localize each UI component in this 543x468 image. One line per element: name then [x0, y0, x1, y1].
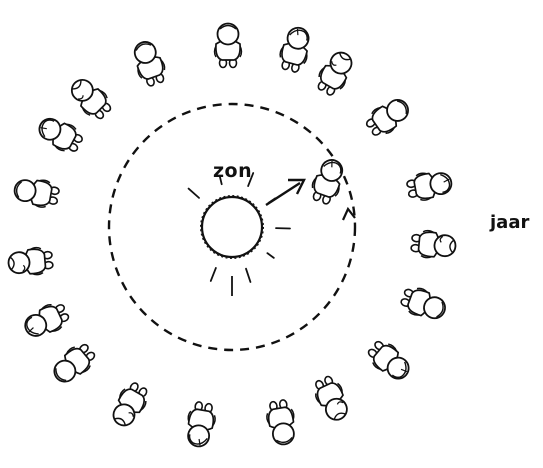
child-figure	[310, 373, 353, 424]
child-figure	[183, 401, 217, 449]
child-figure	[129, 38, 169, 89]
child-figure	[215, 24, 242, 68]
child-figure	[406, 168, 454, 202]
sun-ray	[267, 253, 273, 258]
sun-icon	[189, 173, 290, 296]
child-figure	[398, 284, 449, 324]
child-figure	[264, 399, 298, 447]
child-figure	[48, 339, 99, 388]
walking-child-figure	[308, 156, 348, 207]
child-figure	[34, 112, 86, 156]
child-figure	[65, 73, 115, 123]
sun-ray	[189, 189, 199, 198]
child-figure	[364, 336, 415, 385]
sun-ray	[246, 269, 250, 282]
child-figure	[107, 379, 152, 431]
child-figure	[308, 156, 348, 207]
child-figure	[410, 229, 456, 260]
year-label: jaar	[490, 212, 529, 233]
child-figure	[7, 246, 53, 277]
child-figure	[276, 25, 313, 74]
child-figure	[21, 299, 72, 342]
child-figure	[313, 47, 358, 99]
sun-ray	[211, 268, 216, 281]
sun-label: zon	[213, 160, 252, 182]
child-figure	[362, 93, 414, 140]
walking-direction-arrow	[266, 180, 304, 205]
child-figure	[12, 175, 60, 209]
